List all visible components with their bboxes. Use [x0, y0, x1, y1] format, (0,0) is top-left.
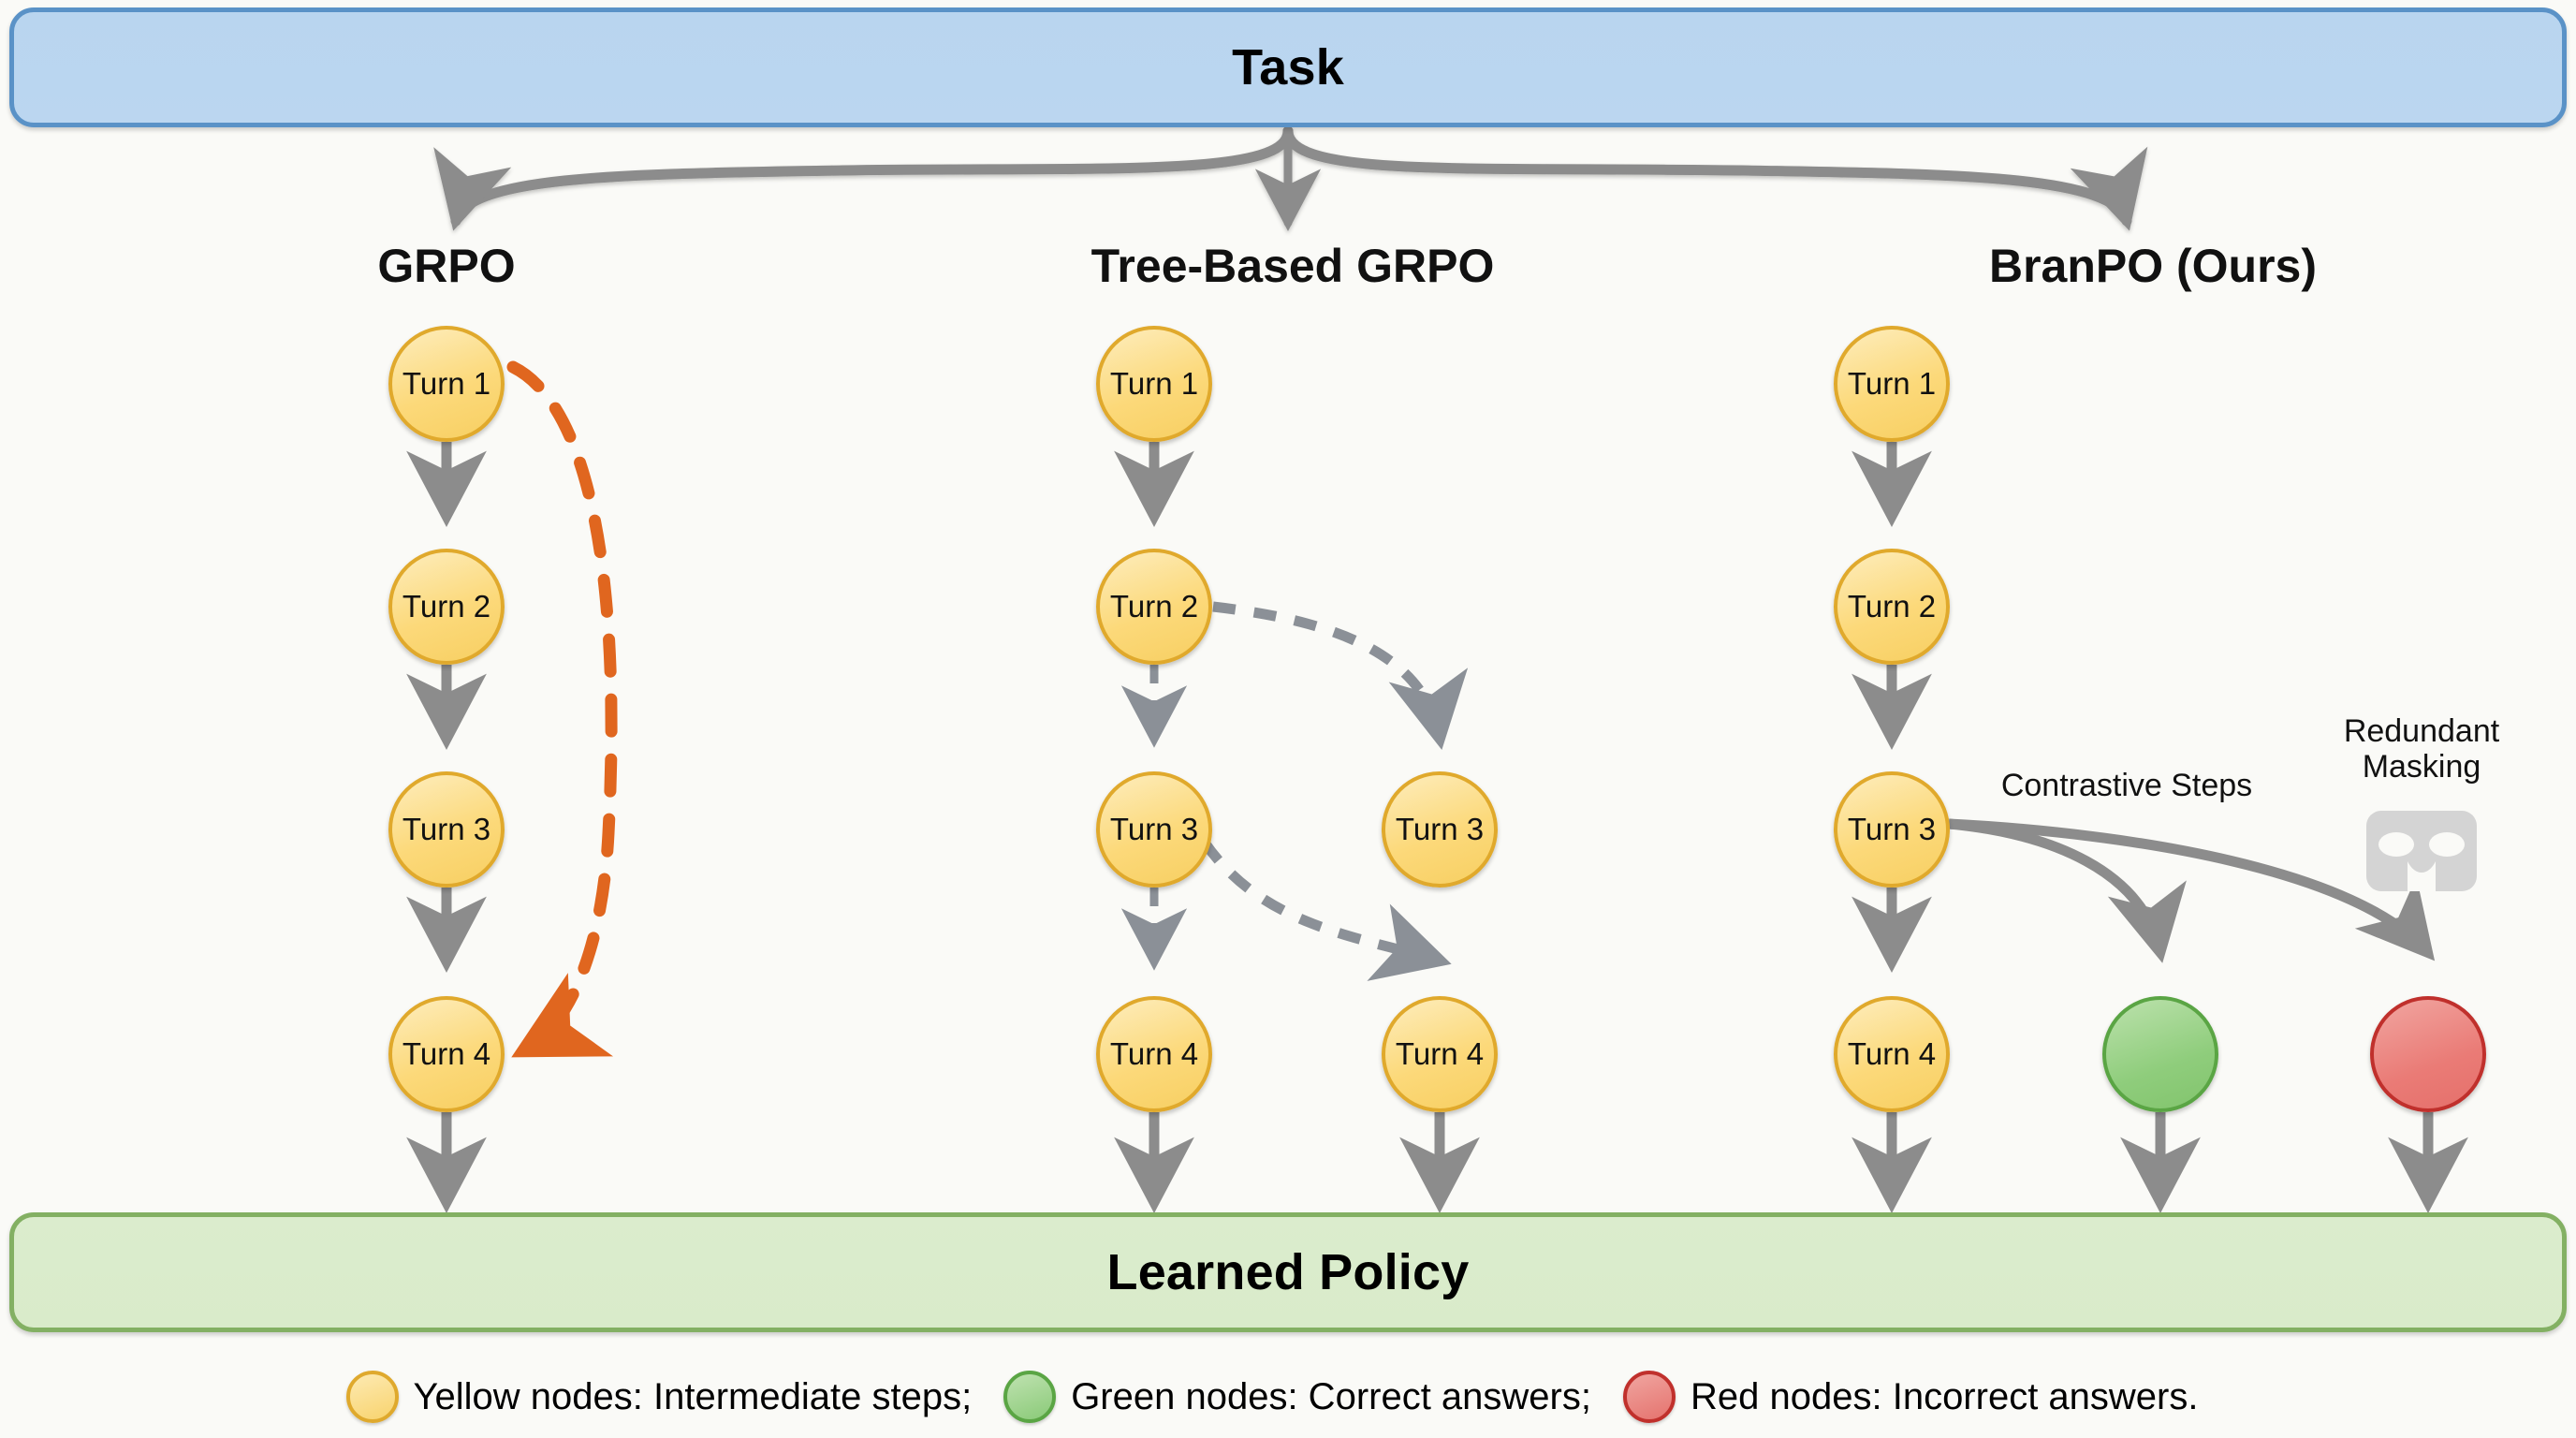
branpo-node-turn-2[interactable]: Turn 2 — [1834, 549, 1950, 665]
branpo-node-turn-4[interactable]: Turn 4 — [1834, 996, 1950, 1112]
tree-branch-node-turn-4[interactable]: Turn 4 — [1382, 996, 1498, 1112]
branpo-node-turn-3[interactable]: Turn 3 — [1834, 771, 1950, 888]
annotation-redundant-masking-line2: Masking — [2362, 749, 2481, 785]
branpo-node-turn-1[interactable]: Turn 1 — [1834, 326, 1950, 442]
grpo-shortcut-edge — [506, 360, 618, 1058]
annotation-redundant-masking-line1: Redundant — [2343, 713, 2500, 749]
legend-dot-red-icon — [1623, 1371, 1676, 1423]
legend-label-yellow: Yellow nodes: Intermediate steps; — [413, 1375, 973, 1417]
legend-label-green: Green nodes: Correct answers; — [1071, 1375, 1591, 1417]
mask-icon — [2366, 811, 2477, 891]
tree-node-turn-1[interactable]: Turn 1 — [1096, 326, 1212, 442]
column-title-tree-based-grpo: Tree-Based GRPO — [1090, 240, 1495, 292]
grpo-node-turn-2[interactable]: Turn 2 — [388, 549, 505, 665]
tree-node-turn-4[interactable]: Turn 4 — [1096, 996, 1212, 1112]
branpo-node-correct-answer[interactable] — [2102, 996, 2218, 1112]
task-branch-edges — [433, 125, 2148, 231]
tree-branch-node-turn-3[interactable]: Turn 3 — [1382, 771, 1498, 888]
annotation-redundant-masking: Redundant Masking — [2281, 713, 2562, 785]
legend-item-green: Green nodes: Correct answers; — [1003, 1371, 1623, 1423]
annotation-contrastive-steps: Contrastive Steps — [2000, 768, 2253, 803]
branpo-node-incorrect-answer[interactable] — [2370, 996, 2486, 1112]
legend-dot-green-icon — [1003, 1371, 1057, 1423]
task-banner: Task — [9, 7, 2567, 127]
branpo-chain-edges — [1852, 442, 2468, 1213]
task-label: Task — [1232, 39, 1344, 95]
grpo-node-turn-1[interactable]: Turn 1 — [388, 326, 505, 442]
legend-item-red: Red nodes: Incorrect answers. — [1623, 1371, 2230, 1423]
learned-policy-banner: Learned Policy — [9, 1212, 2567, 1332]
legend-item-yellow: Yellow nodes: Intermediate steps; — [345, 1371, 1004, 1423]
learned-policy-label: Learned Policy — [1106, 1244, 1470, 1300]
legend-dot-yellow-icon — [345, 1371, 399, 1423]
column-title-branpo: BranPO (Ours) — [1988, 240, 2318, 292]
legend: Yellow nodes: Intermediate steps; Green … — [0, 1356, 2576, 1438]
grpo-node-turn-4[interactable]: Turn 4 — [388, 996, 505, 1112]
legend-label-red: Red nodes: Incorrect answers. — [1690, 1375, 2199, 1417]
tree-node-turn-3[interactable]: Turn 3 — [1096, 771, 1212, 888]
tree-node-turn-2[interactable]: Turn 2 — [1096, 549, 1212, 665]
grpo-node-turn-3[interactable]: Turn 3 — [388, 771, 505, 888]
column-title-grpo: GRPO — [377, 240, 516, 292]
tree-chain-edges — [1114, 442, 1480, 1213]
